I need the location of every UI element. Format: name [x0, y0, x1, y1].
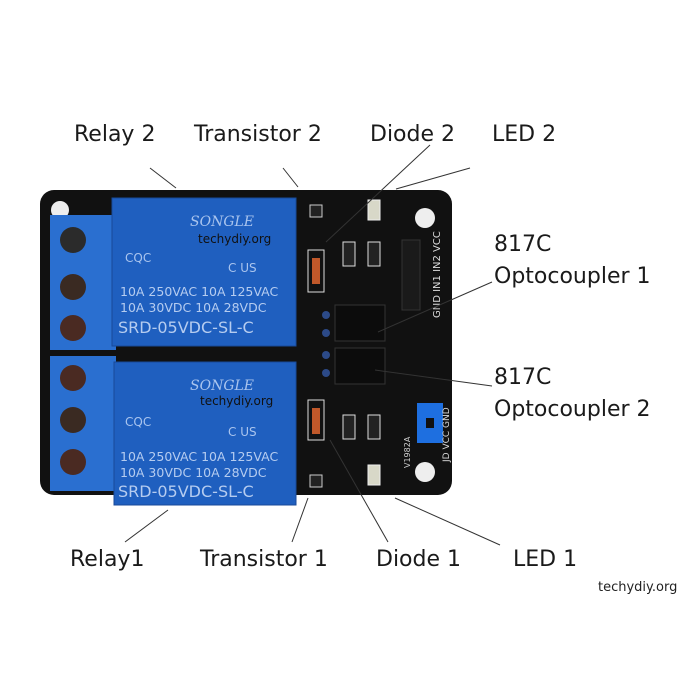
label-relay-2: Relay 2	[74, 122, 156, 147]
label-relay-1: Relay1	[70, 547, 145, 572]
relay-brand: SONGLE	[190, 214, 254, 230]
relay-rating-2: 10A 30VDC 10A 28VDC	[120, 465, 267, 480]
relay-rating-1: 10A 250VAC 10A 125VAC	[120, 449, 278, 464]
relay-brand: SONGLE	[190, 378, 254, 394]
relay-1: SONGLE techydiy.org CQC C US 10A 250VAC …	[113, 361, 297, 506]
resistor-r1	[367, 414, 381, 440]
relay-site: techydiy.org	[198, 232, 271, 246]
label-optocoupler-2: Optocoupler 2	[494, 397, 651, 422]
label-transistor-2: Transistor 2	[194, 122, 322, 147]
label-led-2: LED 2	[492, 122, 557, 147]
label-optocoupler-2-part: 817C	[494, 365, 552, 390]
relay-model: SRD-05VDC-SL-C	[118, 482, 254, 501]
optocoupler-2	[334, 347, 386, 385]
led-1	[367, 464, 381, 486]
label-diode-1: Diode 1	[376, 547, 462, 572]
label-diode-2: Diode 2	[370, 122, 456, 147]
diode-1	[307, 399, 325, 441]
leader-lines	[124, 144, 501, 546]
terminal-block-1	[50, 356, 116, 491]
resistor-r2	[342, 414, 356, 440]
version-label: V1982A	[403, 436, 412, 468]
resistor-r4	[367, 241, 381, 267]
pin-labels: GND IN1 IN2 VCC	[432, 231, 443, 318]
relay-cert: CQC	[125, 415, 151, 429]
optocoupler-1	[334, 304, 386, 342]
mount-hole	[415, 208, 435, 228]
relay-rating-2: 10A 30VDC 10A 28VDC	[120, 300, 267, 315]
relay-model: SRD-05VDC-SL-C	[118, 318, 254, 337]
label-optocoupler-1: Optocoupler 1	[494, 264, 651, 289]
label-led-1: LED 1	[513, 547, 578, 572]
label-transistor-1: Transistor 1	[200, 547, 328, 572]
relay-ul: C US	[228, 261, 257, 275]
relay-rating-1: 10A 250VAC 10A 125VAC	[120, 284, 278, 299]
label-optocoupler-1-part: 817C	[494, 232, 552, 257]
relay-cert: CQC	[125, 251, 151, 265]
relay-2: SONGLE techydiy.org CQC C US 10A 250VAC …	[111, 197, 297, 347]
mount-hole	[415, 462, 435, 482]
mount-hole	[51, 201, 69, 219]
header-pins	[401, 239, 421, 311]
terminal-block-2	[50, 215, 116, 350]
led-2	[367, 199, 381, 221]
diode-2	[307, 249, 325, 293]
jumper-label: JD VCC GND	[442, 407, 452, 463]
resistor-r3	[342, 241, 356, 267]
relay-ul: C US	[228, 425, 257, 439]
transistor-1	[309, 474, 323, 488]
watermark: techydiy.org	[598, 580, 678, 595]
relay-site: techydiy.org	[200, 394, 273, 408]
transistor-2	[309, 204, 323, 218]
